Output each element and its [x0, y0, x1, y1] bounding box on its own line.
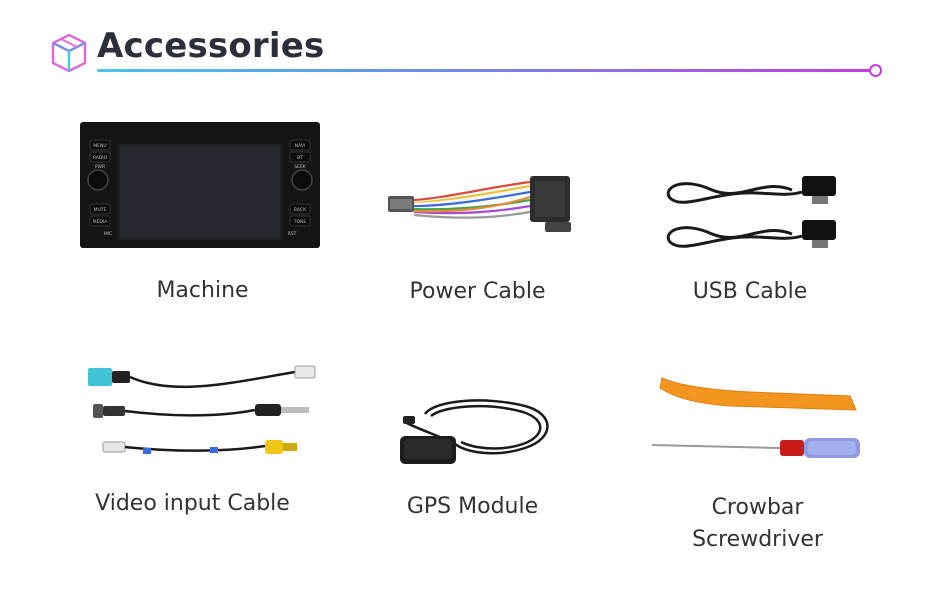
accessory-label-gps-module: GPS Module [406, 494, 539, 519]
btn-left-5: MEDIA [93, 219, 109, 225]
video-input-cables-image [88, 365, 316, 454]
section-header: Accessories [0, 0, 930, 90]
accessory-gps-module [395, 392, 555, 472]
btn-left-3: PWR [95, 164, 105, 170]
btn-left-2: RADIO [93, 155, 108, 161]
accessory-video-input-cable [85, 362, 320, 462]
accessory-label-power-cable: Power Cable [409, 279, 546, 304]
page-title: Accessories [97, 26, 325, 66]
label-screwdriver: Screwdriver [692, 527, 823, 552]
title-underline [97, 69, 872, 72]
crowbar-and-screwdriver-image [651, 377, 860, 458]
btn-right-1: NAVI [295, 143, 306, 149]
accessory-label-machine: Machine [156, 278, 249, 303]
usb-cable-pair-image [666, 176, 836, 248]
btn-right-5: TONE [293, 219, 307, 225]
gps-antenna-image [400, 399, 549, 464]
car-stereo-unit-image: MENU RADIO PWR MUTE MEDIA MIC NAVI BT SE… [80, 122, 320, 248]
accessory-crowbar-screwdriver [650, 372, 870, 464]
accessory-machine: MENU RADIO PWR MUTE MEDIA MIC NAVI BT SE… [80, 122, 320, 250]
accessory-label-usb-cable: USB Cable [692, 279, 808, 304]
box-icon [51, 33, 87, 73]
power-cable-harness-image [388, 176, 571, 232]
btn-left-1: MENU [93, 143, 106, 149]
btn-right-3: SEEK [294, 164, 307, 170]
btn-right-4: BACK [294, 207, 307, 213]
btn-left-4: MUTE [94, 207, 107, 213]
accessory-label-crowbar-screwdriver: Crowbar Screwdriver [650, 492, 865, 556]
btn-right-2: BT [297, 155, 303, 161]
label-crowbar: Crowbar [711, 495, 804, 520]
accessory-label-video-input-cable: Video input Cable [95, 491, 290, 516]
underline-end-dot [869, 64, 882, 77]
btn-left-6: MIC [104, 231, 112, 237]
btn-right-6: RST [288, 231, 297, 237]
accessory-power-cable [385, 168, 585, 238]
accessory-usb-cable [662, 168, 852, 254]
